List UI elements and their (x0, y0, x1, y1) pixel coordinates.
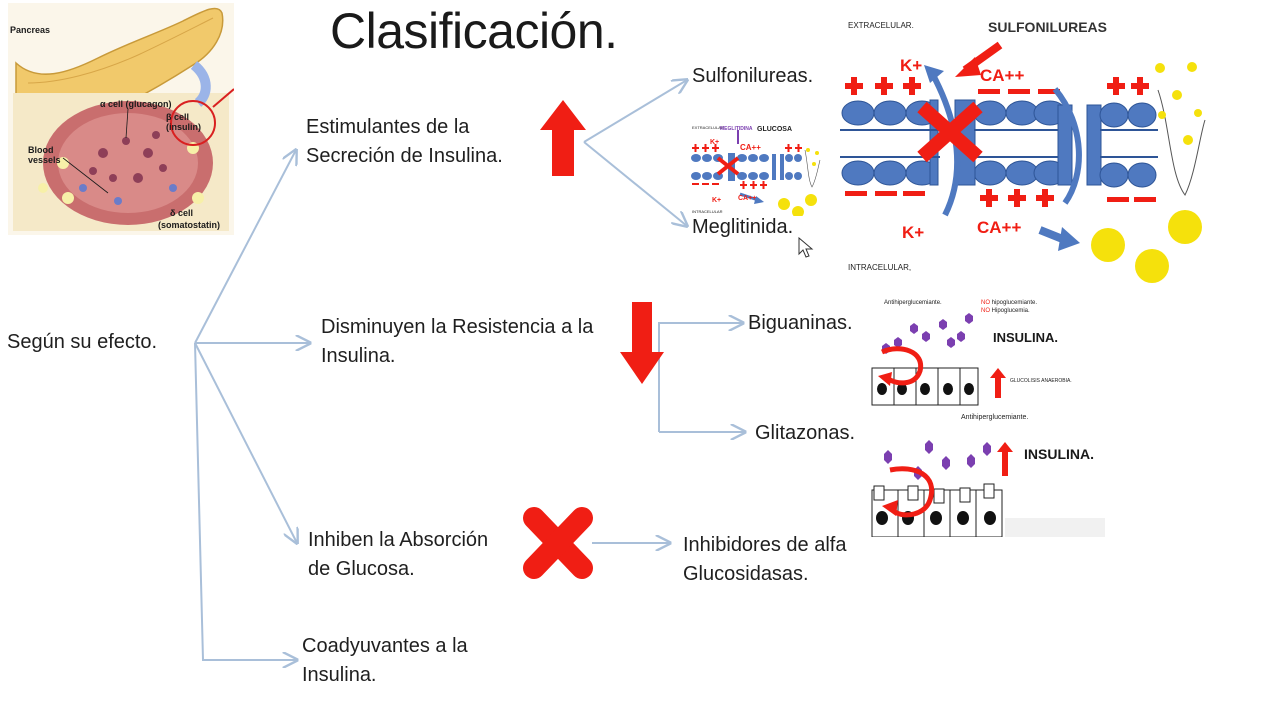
category-estimulantes: Estimulantes de la Secreción de Insulina… (306, 116, 503, 167)
pancreas-illustration: Pancreas α cell (glucagon) β cell (insul… (8, 3, 234, 235)
svg-text:vessels: vessels (28, 155, 61, 165)
subtype-biguaninas: Biguaninas. (748, 312, 853, 334)
arrow-up-icon (540, 100, 586, 176)
connector-root-inhiben (194, 342, 297, 543)
svg-text:MEGLITIDINA: MEGLITIDINA (720, 126, 753, 132)
red-x-icon (523, 507, 593, 579)
biguanide-diagram: Antihiperglucemiante. NO hipoglucemiante… (870, 296, 1105, 408)
svg-text:CA++: CA++ (738, 195, 756, 202)
connector-meglitinida (583, 141, 687, 226)
sulfonilureas-label-large: SULFONILUREAS (988, 19, 1107, 35)
subtype-sulfonilureas: Sulfonilureas. (692, 65, 814, 87)
connector-root-coadyuvantes (194, 342, 297, 660)
svg-text:GLUCOSA: GLUCOSA (757, 126, 792, 133)
no-hipoglucemia-label: Hipoglucemia. (990, 308, 1030, 314)
connector-root-estimulantes (194, 150, 296, 344)
connector-sulfonilureas (583, 80, 687, 143)
intracelular-label-large: INTRACELULAR, (848, 263, 911, 272)
glitazone-antihiper-label: Antihiperglucemiante. (961, 414, 1029, 421)
insulina-label-2: INSULINA. (1024, 446, 1094, 462)
svg-text:K+: K+ (710, 139, 719, 146)
svg-text:CA++: CA++ (980, 66, 1024, 85)
membrane-diagram-small: EXTRACELULAR MEGLITIDINA GLUCOSA K+ CA++… (690, 120, 825, 216)
svg-text:CA++: CA++ (740, 143, 761, 152)
subtype-glitazonas: Glitazonas. (755, 422, 856, 444)
biguanide-antihiper-label: Antihiperglucemiante. (884, 300, 942, 306)
svg-text:(somatostatin): (somatostatin) (158, 220, 220, 230)
extracelular-label-large: EXTRACELULAR. (848, 21, 914, 30)
svg-text:CA++: CA++ (977, 218, 1021, 237)
alpha-cell-label: α cell (glucagon) (100, 99, 172, 109)
svg-text:EXTRACELULAR: EXTRACELULAR (692, 125, 724, 130)
category-disminuyen: Disminuyen la Resistencia a la Insulina. (321, 316, 594, 367)
svg-text:K+: K+ (902, 223, 924, 242)
insulina-label-1: INSULINA. (993, 330, 1058, 345)
svg-text:INTRACELULAR: INTRACELULAR (692, 209, 723, 214)
no-prefix-2: NO (981, 308, 990, 314)
no-hipoglucemiante-label: hipoglucemiante. (990, 300, 1038, 306)
no-prefix-1: NO (981, 300, 990, 306)
pancreas-label: Pancreas (10, 25, 50, 35)
delta-cell-label: δ cell (170, 208, 193, 218)
glucolisis-label: GLUCOLISIS ANAEROBIA. (1010, 378, 1072, 384)
arrow-down-icon (620, 302, 664, 384)
subtype-meglitinida: Meglitinida. (692, 216, 794, 238)
membrane-diagram-large: EXTRACELULAR. SULFONILUREAS K+ CA++ K+ C… (840, 5, 1220, 285)
svg-text:K+: K+ (900, 56, 922, 75)
subtype-inhibidores: Inhibidores de alfa Glucosidasas. (683, 534, 847, 585)
beta-cell-label: β cell (166, 112, 189, 122)
svg-text:K+: K+ (712, 197, 721, 204)
connector-biguaninas (658, 323, 743, 432)
svg-text:(insulin): (insulin) (166, 122, 201, 132)
page-title: Clasificación. (330, 3, 618, 59)
blood-vessels-label: Blood (28, 145, 54, 155)
category-inhiben: Inhiben la Absorción de Glucosa. (308, 529, 489, 580)
glitazone-diagram: Antihiperglucemiante. INSULINA. (870, 410, 1105, 537)
category-coadyuvantes: Coadyuvantes a la Insulina. (302, 635, 468, 686)
root-label: Según su efecto. (7, 331, 158, 353)
mouse-cursor-icon (798, 237, 814, 258)
